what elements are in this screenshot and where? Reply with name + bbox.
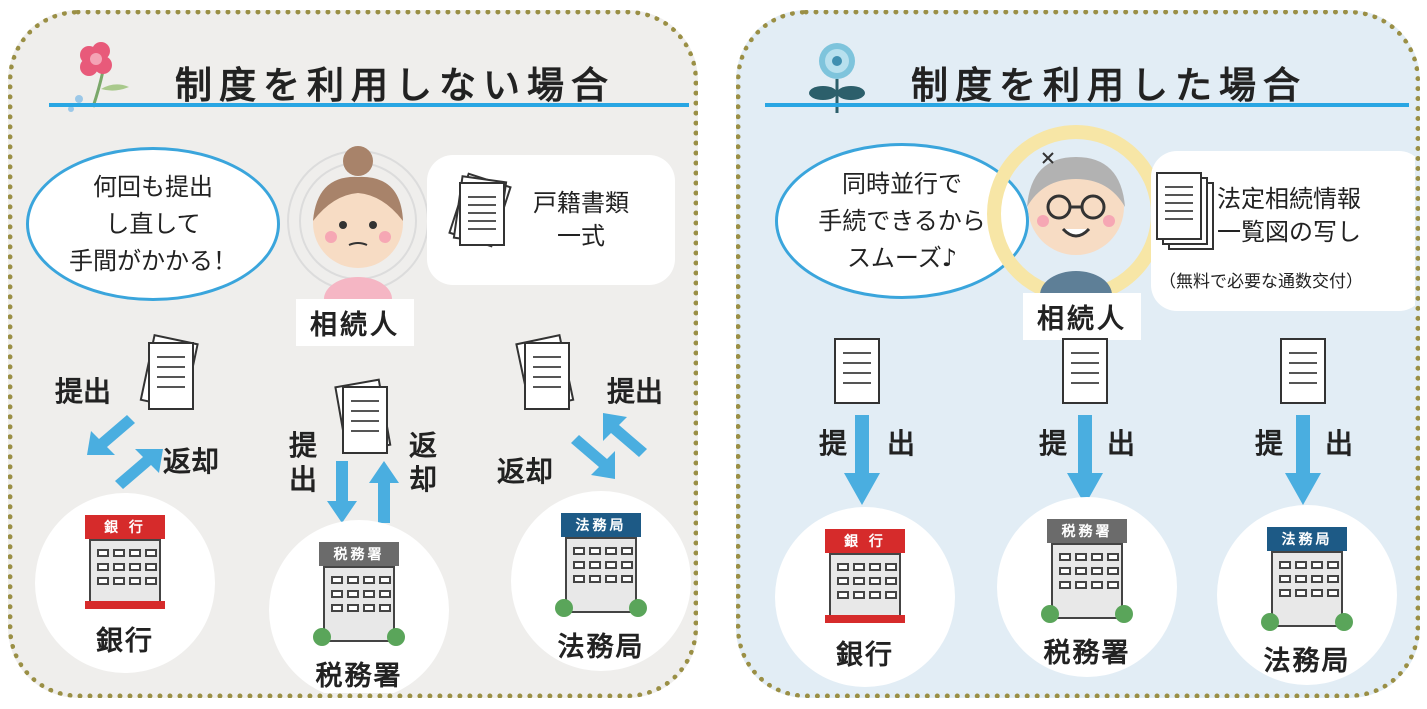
legal-bureau-building-icon: 法務局	[1261, 527, 1353, 631]
return-label-legal: 返却	[497, 455, 554, 488]
speech-bubble: 何回も提出 し直して 手間がかかる！	[26, 147, 280, 301]
panel-with-system: 制度を利用した場合 同時並行で 手続できるから スムーズ♪ 相続人 法定相続情報…	[736, 10, 1420, 698]
document-icon	[1280, 338, 1326, 404]
leaf-flower-icon	[809, 43, 865, 113]
bank-circle: 銀 行 銀行	[775, 507, 955, 687]
bank-sign: 銀 行	[85, 515, 165, 539]
page-title: 制度を利用しない場合	[175, 64, 615, 107]
documents-note: （無料で必要な通数交付）	[1159, 272, 1363, 292]
legal-bureau-label: 法務局	[1263, 646, 1351, 677]
bank-circle: 銀 行 銀行	[35, 493, 215, 673]
return-arrow-bank	[115, 449, 163, 489]
bank-building-icon: 銀 行	[85, 515, 165, 613]
legal-bureau-circle: 法務局 法務局	[1217, 505, 1397, 685]
return-label-tax: 返却	[409, 429, 438, 496]
submit-arrow-legal	[1285, 415, 1321, 505]
submit-label-bank-1: 提	[819, 427, 848, 460]
heir-label: 相続人	[296, 299, 414, 346]
page-title: 制度を利用した場合	[911, 64, 1307, 107]
submit-label-bank: 提出	[55, 375, 112, 408]
submit-label-tax: 提出	[289, 429, 318, 496]
submit-label-tax-1: 提	[1039, 427, 1068, 460]
tax-office-sign: 税務署	[1047, 519, 1127, 543]
return-arrow-tax	[369, 461, 399, 523]
tax-office-label: 税務署	[315, 661, 403, 692]
heir-person-icon	[987, 125, 1165, 319]
legal-bureau-circle: 法務局 法務局	[511, 491, 691, 671]
document-icon	[515, 333, 575, 411]
document-stack-icon	[1156, 172, 1214, 250]
document-stack-icon	[448, 172, 512, 248]
submit-label-bank-2: 出	[887, 427, 916, 460]
submit-label-legal-2: 出	[1325, 427, 1354, 460]
submit-arrow-bank	[87, 415, 135, 455]
tax-office-circle: 税務署 税務署	[269, 520, 449, 693]
bank-sign: 銀 行	[825, 529, 905, 553]
submit-arrow-tax	[327, 461, 357, 523]
documents-label: 法定相続情報 一覧図の写し	[1217, 185, 1361, 246]
title-underline	[765, 103, 1409, 107]
legal-bureau-sign: 法務局	[1267, 527, 1347, 551]
submit-arrow-legal	[603, 413, 647, 457]
submit-arrow-bank	[844, 415, 880, 505]
legal-bureau-label: 法務局	[557, 632, 645, 663]
legal-bureau-building-icon: 法務局	[555, 513, 647, 617]
document-icon	[1062, 338, 1108, 404]
document-icon	[834, 338, 880, 404]
panel-without-system: 制度を利用しない場合 何回も提出 し直して 手間がかかる！ 相続人 戸籍書類 一…	[8, 10, 698, 698]
submit-label-tax-2: 出	[1107, 427, 1136, 460]
tax-office-label: 税務署	[1043, 638, 1131, 669]
tax-office-circle: 税務署 税務署	[997, 497, 1177, 677]
document-icon	[139, 333, 199, 411]
submit-arrow-tax	[1067, 415, 1103, 505]
legal-bureau-sign: 法務局	[561, 513, 641, 537]
speech-bubble: 同時並行で 手続できるから スムーズ♪	[775, 143, 1029, 299]
bank-building-icon: 銀 行	[825, 529, 905, 627]
tax-office-building-icon: 税務署	[313, 542, 405, 646]
tax-office-building-icon: 税務署	[1041, 519, 1133, 623]
return-arrow-legal	[571, 435, 615, 479]
document-icon	[334, 378, 392, 454]
tax-office-sign: 税務署	[319, 542, 399, 566]
bank-label: 銀行	[96, 626, 154, 657]
bank-label: 銀行	[836, 640, 894, 671]
return-label-bank: 返却	[163, 445, 220, 478]
heir-label: 相続人	[1023, 293, 1141, 340]
submit-label-legal-1: 提	[1255, 427, 1284, 460]
documents-label: 戸籍書類 一式	[533, 189, 629, 250]
title-underline	[49, 103, 689, 107]
submit-label-legal: 提出	[607, 375, 664, 408]
heir-person-icon	[287, 146, 429, 321]
flower-icon	[68, 42, 129, 112]
